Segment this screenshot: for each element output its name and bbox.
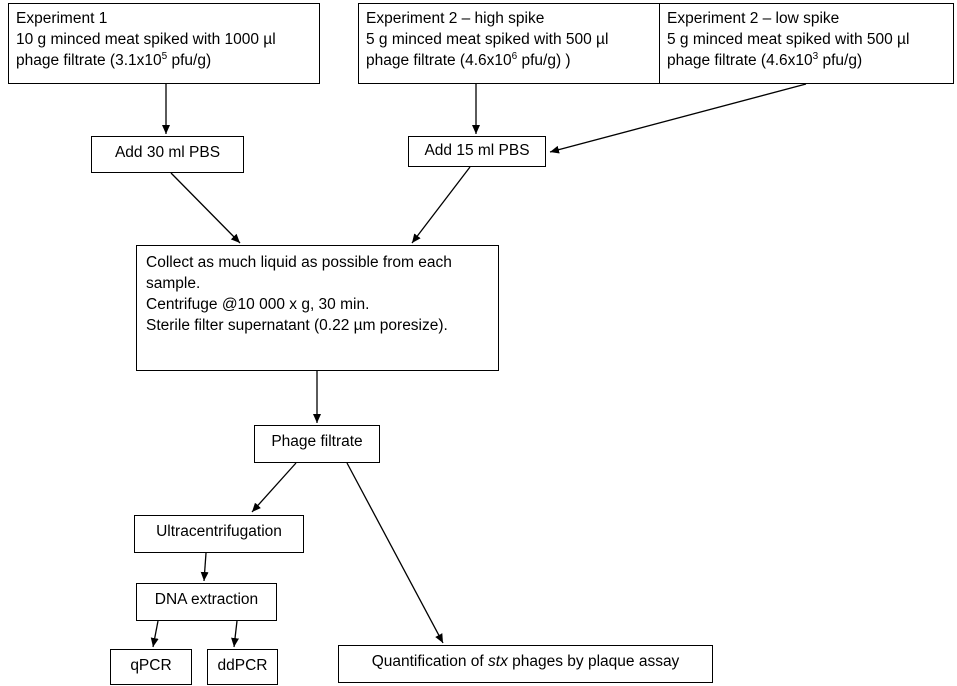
add-15-ml-pbs-box: Add 15 ml PBS (408, 136, 546, 167)
experiment-1-line1: 10 g minced meat spiked with 1000 µl (16, 31, 276, 48)
arrow-dna-to-qpcr (150, 620, 159, 648)
collect-line1: Collect as much liquid as possible from … (146, 254, 452, 271)
experiment-1-line2: phage filtrate (3.1x105 pfu/g) (16, 50, 212, 69)
ddpcr-box: ddPCR (207, 649, 278, 685)
experiment-2-low-box: Experiment 2 – low spike 5 g minced meat… (659, 3, 954, 84)
add-30-ml-pbs-box: Add 30 ml PBS (91, 136, 244, 173)
experiment-1-title: Experiment 1 (16, 10, 108, 27)
arrow-ultra-to-dna (200, 552, 209, 582)
arrow-filtrate-to-ultra (251, 462, 297, 513)
quantification-label: Quantification of stx phages by plaque a… (371, 653, 680, 670)
dna-extraction-box: DNA extraction (136, 583, 277, 621)
experiment-2-high-line1: 5 g minced meat spiked with 500 µl (366, 31, 609, 48)
arrow-dna-to-ddpcr (231, 620, 240, 648)
quantification-box: Quantification of stx phages by plaque a… (338, 645, 713, 683)
experiment-2-high-box: Experiment 2 – high spike 5 g minced mea… (358, 3, 661, 84)
collect-line4: Sterile filter supernatant (0.22 µm pore… (146, 317, 448, 334)
arrow-filtrate-to-quant (346, 462, 444, 644)
experiment-1-box: Experiment 1 10 g minced meat spiked wit… (8, 3, 320, 84)
add-30-ml-pbs-label: Add 30 ml PBS (114, 144, 221, 161)
experiment-2-high-line2: phage filtrate (4.6x106 pfu/g) ) (366, 50, 571, 69)
experiment-2-low-title: Experiment 2 – low spike (667, 10, 840, 27)
ultracentrifugation-label: Ultracentrifugation (156, 523, 282, 540)
qpcr-box: qPCR (110, 649, 192, 685)
arrow-add30-to-collect (170, 172, 241, 244)
ultracentrifugation-box: Ultracentrifugation (134, 515, 304, 553)
ddpcr-label: ddPCR (217, 657, 268, 674)
collect-line3: Centrifuge @10 000 x g, 30 min. (146, 296, 370, 313)
phage-filtrate-box: Phage filtrate (254, 425, 380, 463)
add-15-ml-pbs-label: Add 15 ml PBS (424, 142, 530, 159)
experiment-2-low-line1: 5 g minced meat spiked with 500 µl (667, 31, 910, 48)
phage-filtrate-label: Phage filtrate (271, 433, 363, 450)
collect-centrifuge-filter-box: Collect as much liquid as possible from … (136, 245, 499, 371)
qpcr-label: qPCR (130, 657, 172, 674)
experiment-2-high-title: Experiment 2 – high spike (366, 10, 545, 27)
arrow-add15-to-collect (411, 166, 471, 244)
arrow-exp2low-to-add15 (549, 83, 807, 154)
dna-extraction-label: DNA extraction (154, 591, 259, 608)
experiment-2-low-line2: phage filtrate (4.6x103 pfu/g) (667, 50, 863, 69)
collect-line2: sample. (146, 275, 201, 292)
